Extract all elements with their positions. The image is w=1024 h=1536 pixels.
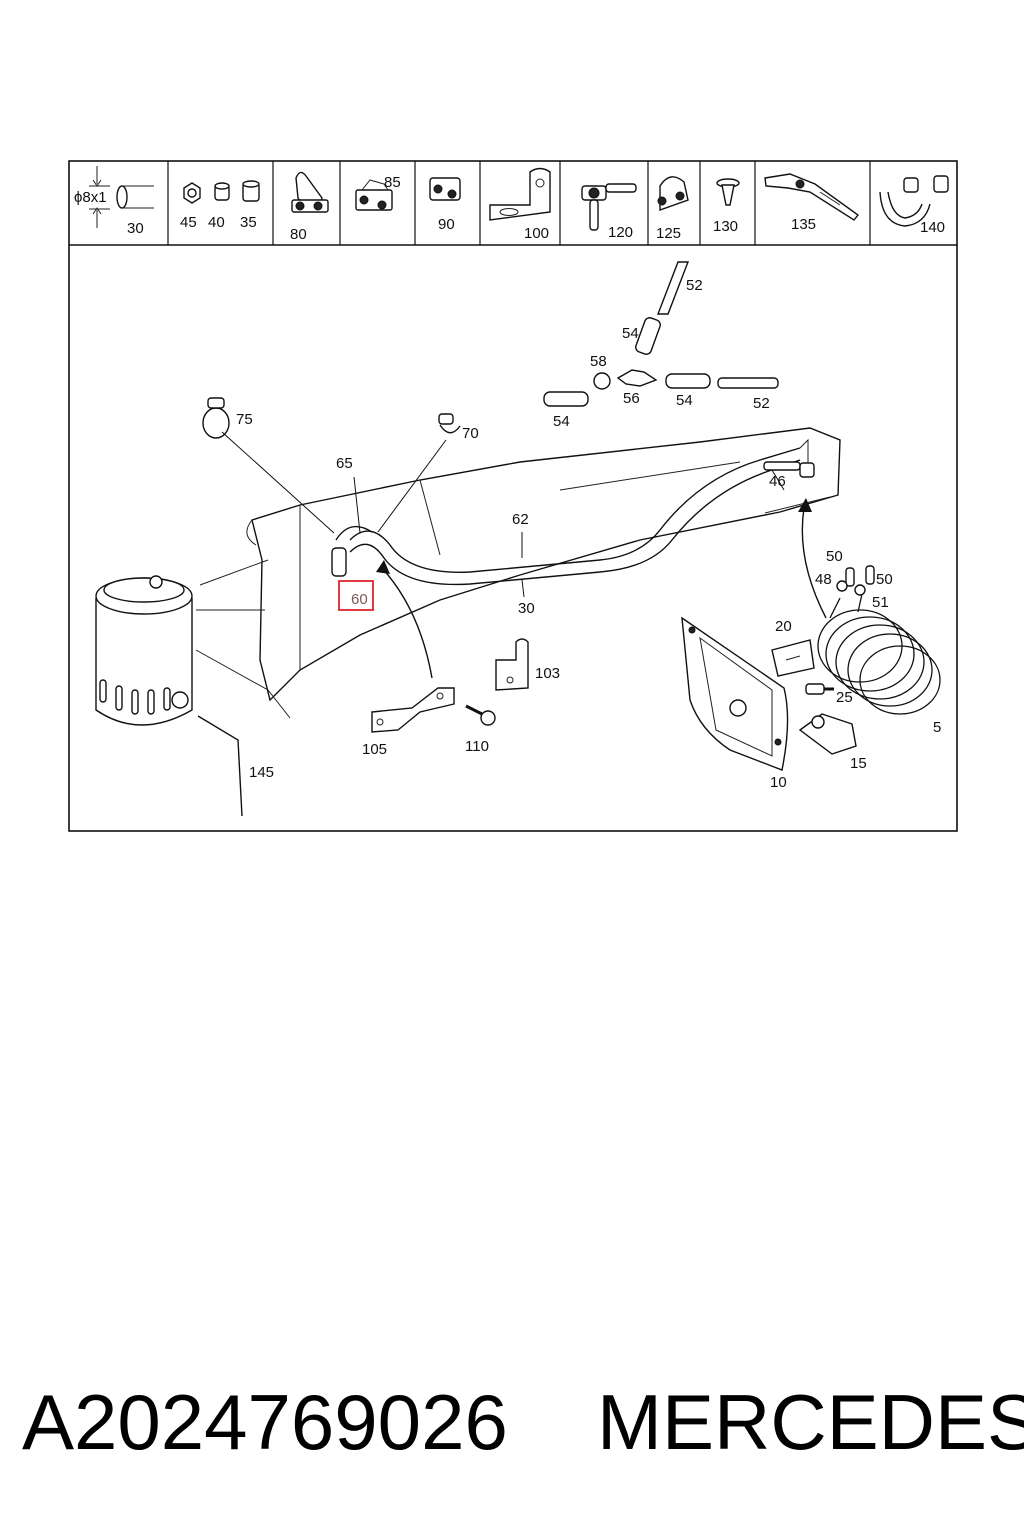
clip-85-icon: [355, 179, 393, 211]
callout-58: 58: [590, 353, 607, 370]
coil-5-icon: [817, 593, 941, 715]
callout-46: 46: [769, 473, 786, 490]
bracket-103-icon: [495, 638, 529, 691]
clip-90-icon: [429, 177, 461, 201]
callout-51: 51: [872, 594, 889, 611]
header-label-45: 45: [180, 214, 197, 231]
fuel-line: [349, 438, 809, 586]
fitting-46-icon: [763, 461, 815, 478]
callout-52-right: 52: [753, 395, 770, 412]
bolt-110-icon: [465, 704, 496, 726]
header-label-85: 85: [384, 174, 401, 191]
callout-30: 30: [518, 600, 535, 617]
part-number-caption: A2024769026: [22, 1378, 508, 1466]
vent-pipes-icon: [543, 261, 779, 407]
header-label-35: 35: [240, 214, 257, 231]
clip-125-icon: [657, 176, 689, 211]
cable-tie-135-icon: [764, 173, 860, 221]
bolt-25-icon: [805, 683, 834, 695]
callout-70: 70: [462, 425, 479, 442]
callout-62: 62: [512, 511, 529, 528]
callout-103: 103: [535, 665, 560, 682]
clip-80-icon: [291, 171, 329, 213]
bracket-105-icon: [371, 687, 455, 733]
callout-20: 20: [775, 618, 792, 635]
double-clip-140-icon: [879, 175, 949, 227]
header-cell-dividers: [167, 161, 871, 245]
header-label-80: 80: [290, 226, 307, 243]
plate-10-icon: [681, 616, 789, 771]
header-label-120: 120: [608, 224, 633, 241]
callout-15: 15: [850, 755, 867, 772]
callout-145: 145: [249, 764, 274, 781]
rivet-130-icon: [716, 178, 740, 206]
header-label-140: 140: [920, 219, 945, 236]
brand-caption: MERCEDES: [597, 1378, 1024, 1466]
callout-10: 10: [770, 774, 787, 791]
callout-54-left: 54: [553, 413, 570, 430]
callout-56: 56: [623, 390, 640, 407]
tee-120-icon: [581, 183, 637, 231]
header-label-125: 125: [656, 225, 681, 242]
callout-60-highlighted: 60: [351, 591, 368, 608]
callout-54-top: 54: [622, 325, 639, 342]
hose-30-icon: [89, 166, 154, 228]
assembly-arrows: [376, 498, 827, 679]
nut-45-icon: [183, 182, 201, 204]
clip-70-icon: [438, 413, 461, 434]
spacer-40-icon: [214, 182, 230, 201]
line-145-icon: [197, 715, 243, 817]
highlight-box: [338, 580, 374, 611]
callout-65: 65: [336, 455, 353, 472]
callout-48: 48: [815, 571, 832, 588]
connector-60-icon: [331, 525, 373, 577]
hose-clamp-75-icon: [202, 397, 230, 439]
callout-52-top: 52: [686, 277, 703, 294]
fittings-48-50-51-icon: [836, 565, 875, 596]
clip-20-icon: [771, 639, 815, 677]
bracket-100-icon: [489, 167, 551, 221]
callout-75: 75: [236, 411, 253, 428]
diagram-frame: [68, 160, 958, 832]
fuel-filter-icon: [95, 575, 193, 726]
header-label-135: 135: [791, 216, 816, 233]
callout-110: 110: [465, 738, 489, 755]
callout-54-right: 54: [676, 392, 693, 409]
header-label-130: 130: [713, 218, 738, 235]
callout-25: 25: [836, 689, 853, 706]
header-label-90: 90: [438, 216, 455, 233]
sleeve-35-icon: [242, 180, 260, 202]
callout-50-left: 50: [826, 548, 843, 565]
hose-spec-label: ϕ8x1: [74, 189, 107, 206]
header-label-40: 40: [208, 214, 225, 231]
leader-lines: [221, 431, 785, 598]
callout-105: 105: [362, 741, 387, 758]
callout-5: 5: [933, 719, 941, 736]
callout-50-right: 50: [876, 571, 893, 588]
header-label-100: 100: [524, 225, 549, 242]
holder-15-icon: [798, 713, 857, 755]
header-label-30: 30: [127, 220, 144, 237]
